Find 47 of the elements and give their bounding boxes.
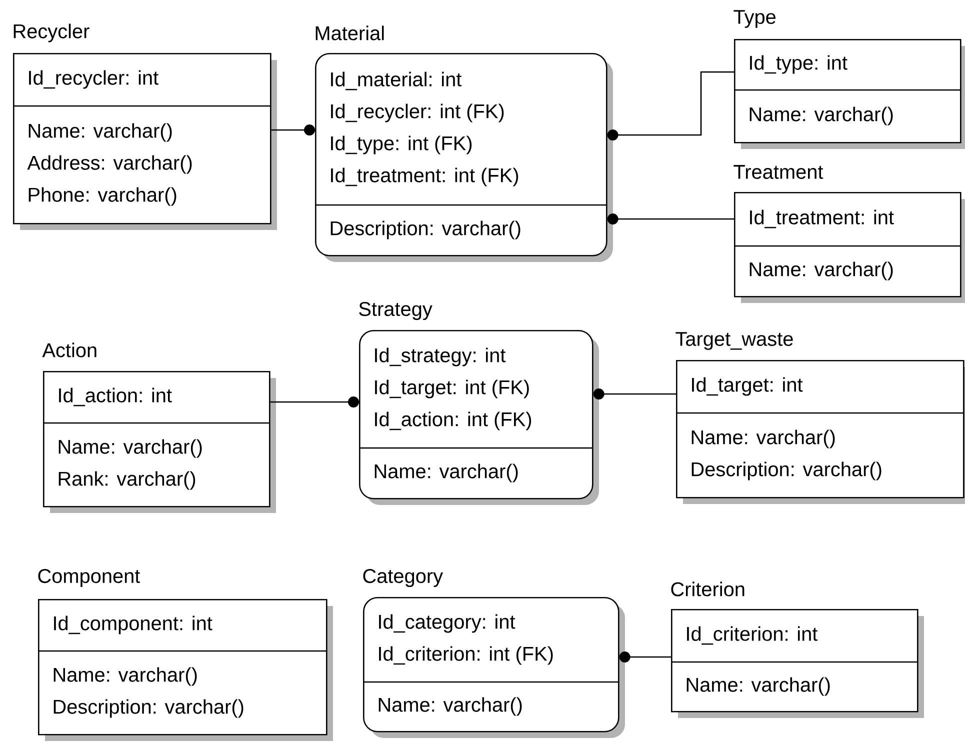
attribute-text: Id_material: int <box>331 72 462 90</box>
attribute-text: Id_strategy: int <box>375 348 506 366</box>
entity-name: Material <box>316 26 384 40</box>
attribute-text: Address: varchar() <box>27 155 192 174</box>
attribute-text: Id_target: int (FK) <box>375 380 529 398</box>
attribute-text: Description: varchar() <box>330 220 520 240</box>
attribute-text: Id_criterion: int (FK) <box>379 646 553 665</box>
attribute-text: Id_target: int <box>692 377 803 396</box>
attribute-text: Name: varchar() <box>28 123 172 142</box>
attribute-text: Phone: varchar() <box>28 187 176 206</box>
entity-name: Type <box>734 10 776 28</box>
attribute-text: Name: varchar() <box>750 106 893 126</box>
entity-name: Action <box>42 342 96 358</box>
relationship-line <box>271 124 315 136</box>
attribute-text: Name: varchar() <box>374 464 518 482</box>
attribute-text: Description: varchar() <box>54 699 244 718</box>
attribute-text: Id_action: int (FK) <box>375 412 532 430</box>
attribute-text: Name: varchar() <box>378 697 522 716</box>
relationship-line <box>593 388 676 400</box>
entity-name: Target_waste <box>676 332 793 350</box>
entity-name: Category <box>363 568 443 588</box>
entity-name: Component <box>38 568 140 588</box>
attribute-text: Id_type: int (FK) <box>331 136 472 154</box>
attribute-text: Name: varchar() <box>686 677 830 696</box>
attribute-text: Id_criterion: int <box>687 626 818 645</box>
attribute-text: Name: varchar() <box>750 262 893 280</box>
attribute-text: Id_treatment: int (FK) <box>331 168 518 186</box>
attribute-text: Id_component: int <box>54 616 212 634</box>
attribute-text: Description: varchar() <box>692 462 882 480</box>
entity-name: Recycler <box>14 24 90 42</box>
entity-name: Criterion <box>671 582 744 596</box>
attribute-text: Id_treatment: int <box>750 210 894 228</box>
attribute-text: Name: varchar() <box>692 430 835 448</box>
relationship-line <box>607 214 734 224</box>
entity-name: Treatment <box>734 165 824 179</box>
attribute-text: Rank: varchar() <box>58 471 196 490</box>
entity-name: Strategy <box>359 302 432 320</box>
relationship-line <box>619 652 671 662</box>
attribute-text: Id_action: int <box>59 388 172 406</box>
attribute-text: Name: varchar() <box>54 667 197 686</box>
attribute-text: Name: varchar() <box>58 439 202 458</box>
relationship-line <box>270 396 359 408</box>
relationship-line <box>607 71 734 140</box>
attribute-text: Id_category: int <box>379 614 516 633</box>
attribute-text: Id_type: int <box>750 55 848 74</box>
attribute-text: Id_recycler: int (FK) <box>331 104 504 122</box>
attribute-text: Id_recycler: int <box>29 70 158 89</box>
